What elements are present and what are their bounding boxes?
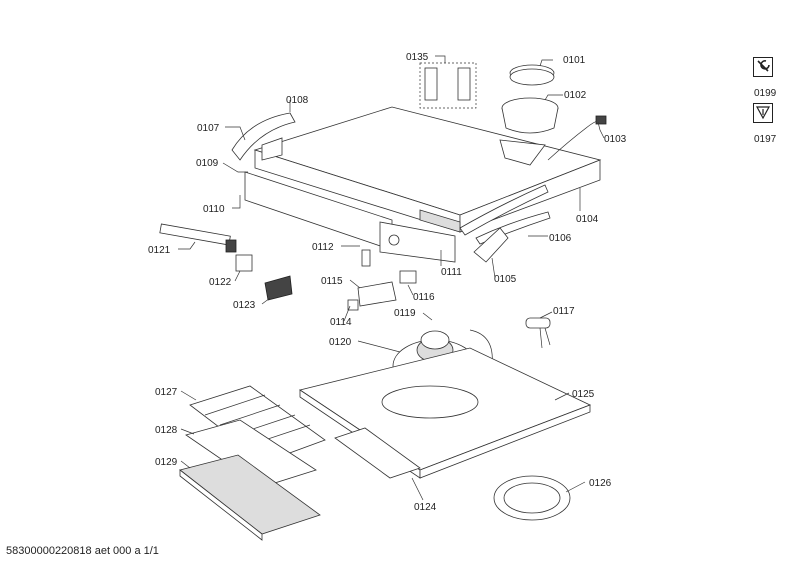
label-0103: 0103 bbox=[604, 134, 627, 145]
label-0121: 0121 bbox=[148, 245, 171, 256]
label-0109: 0109 bbox=[196, 158, 219, 169]
label-0117: 0117 bbox=[553, 306, 575, 317]
label-0122: 0122 bbox=[209, 277, 232, 288]
label-0135: 0135 bbox=[406, 52, 429, 63]
label-0115: 0115 bbox=[321, 276, 343, 287]
side-trims bbox=[231, 112, 296, 161]
label-0111: 0111 bbox=[441, 267, 462, 278]
label-0125: 0125 bbox=[572, 389, 595, 400]
label-0119: 0119 bbox=[394, 308, 416, 319]
icon-label-0197: 0197 bbox=[754, 134, 777, 145]
label-0116: 0116 bbox=[413, 292, 435, 303]
cover-plate bbox=[334, 427, 421, 479]
duct-ring bbox=[493, 475, 571, 521]
label-0105: 0105 bbox=[494, 274, 517, 285]
label-0107: 0107 bbox=[197, 123, 220, 134]
label-0108: 0108 bbox=[286, 95, 309, 106]
label-0112: 0112 bbox=[312, 242, 334, 253]
base-plate bbox=[299, 347, 592, 479]
power-cable bbox=[547, 115, 607, 161]
hood-body bbox=[244, 106, 602, 263]
label-0104: 0104 bbox=[576, 214, 599, 225]
label-0106: 0106 bbox=[549, 233, 572, 244]
icon-label-0199: 0199 bbox=[754, 88, 777, 99]
light-components bbox=[159, 223, 293, 301]
label-0114: 0114 bbox=[330, 317, 352, 328]
grease-filter bbox=[179, 454, 321, 541]
capacitor bbox=[525, 317, 551, 349]
label-0102: 0102 bbox=[564, 90, 587, 101]
label-0120: 0120 bbox=[329, 337, 352, 348]
label-0101: 0101 bbox=[563, 55, 586, 66]
switch-components bbox=[347, 249, 417, 311]
part-labels: 0101 0102 0103 0104 0105 0106 0107 0108 … bbox=[148, 52, 627, 513]
right-trims bbox=[459, 184, 551, 263]
leader-lines bbox=[178, 55, 605, 501]
label-0128: 0128 bbox=[155, 425, 178, 436]
label-0110: 0110 bbox=[203, 204, 225, 215]
exhaust-collar bbox=[501, 64, 559, 134]
label-0124: 0124 bbox=[414, 502, 437, 513]
download-arrow-icon[interactable] bbox=[753, 103, 773, 123]
document-footer: 58300000220818 aet 000 a 1/1 bbox=[6, 545, 159, 557]
label-0123: 0123 bbox=[233, 300, 256, 311]
clips bbox=[419, 62, 477, 109]
label-0129: 0129 bbox=[155, 457, 178, 468]
label-0126: 0126 bbox=[589, 478, 612, 489]
wrench-icon[interactable] bbox=[753, 57, 773, 77]
label-0127: 0127 bbox=[155, 387, 178, 398]
